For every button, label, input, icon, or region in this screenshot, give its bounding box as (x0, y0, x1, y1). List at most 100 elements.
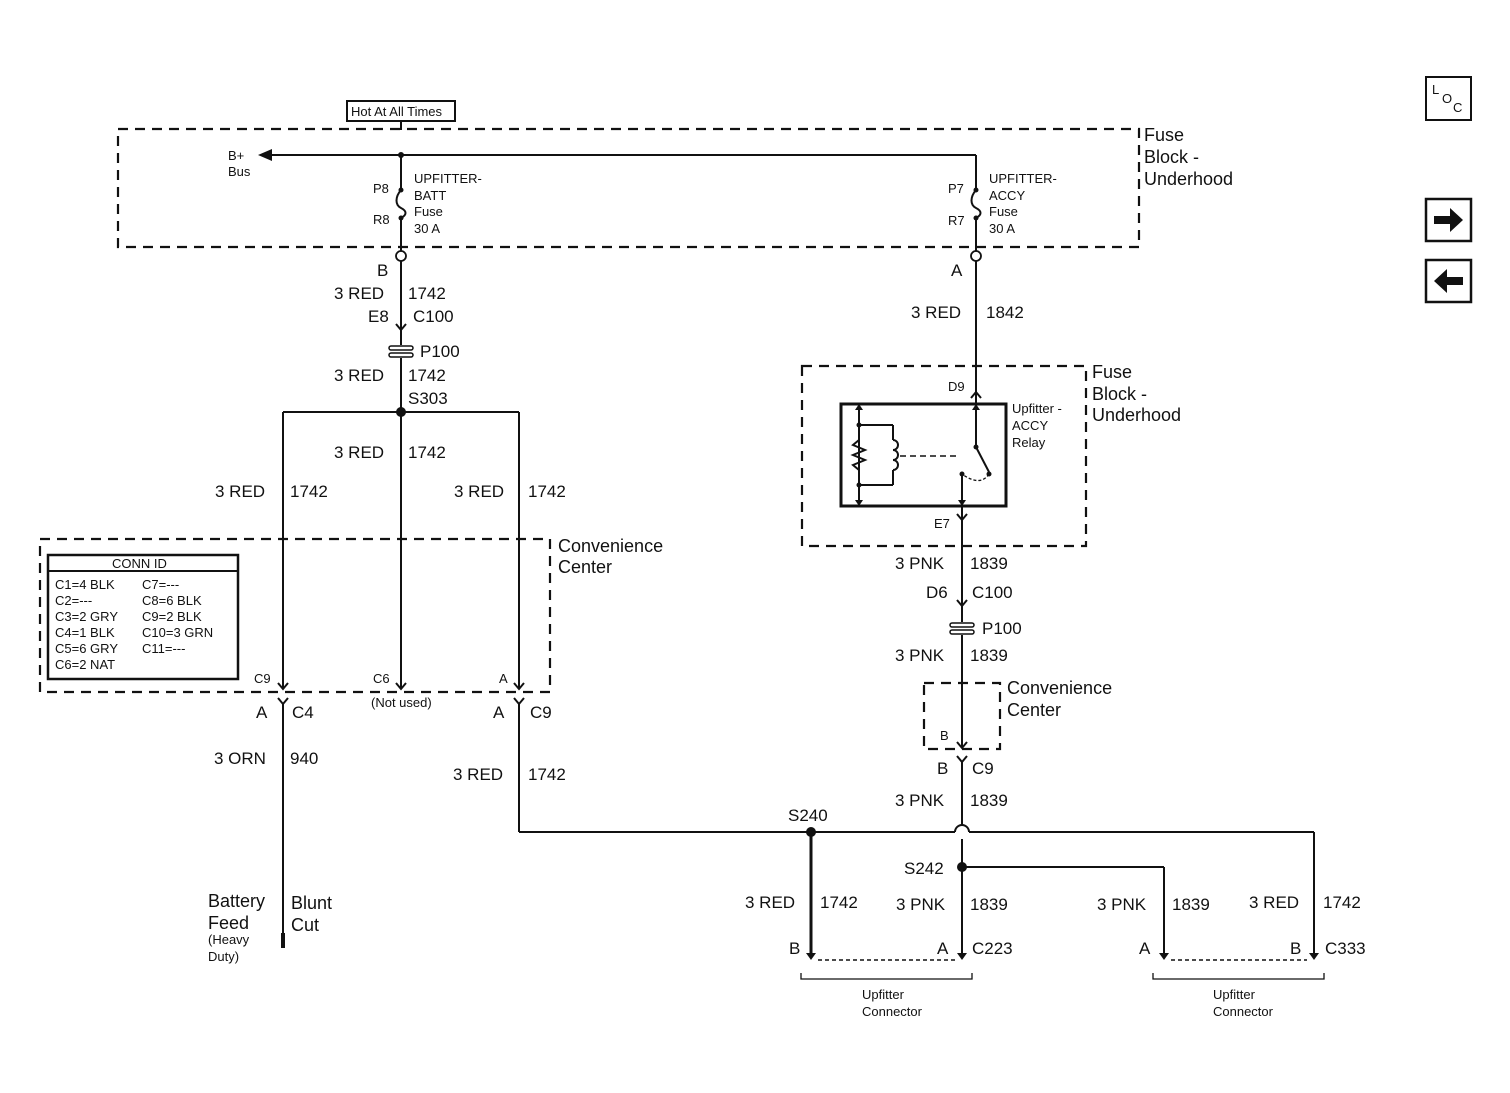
convenience-center-small-pin: B (940, 728, 949, 743)
branch-mid-circuit: 1742 (408, 443, 446, 462)
cc-small-connector-icon (956, 741, 968, 750)
pnk-w3-gauge: 3 PNK (895, 791, 945, 810)
c4-pin: A (256, 703, 268, 722)
right-red-circuit: 1742 (528, 765, 566, 784)
battery-feed-label-1: Battery (208, 891, 265, 911)
fuse-batt-line-2: BATT (414, 188, 446, 203)
c9-right-id: C9 (972, 759, 994, 778)
cc-left-connector-icon (277, 682, 289, 691)
branch-mid-gauge: 3 RED (334, 443, 384, 462)
terminal-a (970, 250, 982, 262)
c333-pnk-gauge: 3 PNK (1097, 895, 1147, 914)
c9-right-connector-icon (956, 755, 968, 764)
battery-feed-label-2: Feed (208, 913, 249, 933)
splice-s303-label: S303 (408, 389, 448, 408)
convenience-center-title-2: Center (558, 557, 612, 577)
c223-pin-a-arrow-icon (957, 953, 967, 960)
relay-pin-out: E7 (934, 516, 950, 531)
conn-id-left-2: C2=--- (55, 593, 92, 608)
c223-red-circuit: 1742 (820, 893, 858, 912)
next-page-button[interactable] (1424, 197, 1473, 243)
battery-feed-label-3: (Heavy (208, 932, 250, 947)
c223-label-1: Upfitter (862, 987, 905, 1002)
arrow-left-icon (1434, 269, 1463, 293)
relay-label-3: Relay (1012, 435, 1046, 450)
fuse-block-relay-title-1: Fuse (1092, 362, 1132, 382)
conn-id-left-4: C4=1 BLK (55, 625, 115, 640)
fuse-accy-line-3: Fuse (989, 204, 1018, 219)
fuse-batt-pin-bottom: R8 (373, 212, 390, 227)
c223-pin-a: A (937, 939, 949, 958)
fuse-accy-line-4: 30 A (989, 221, 1015, 236)
conn-id-right-4: C10=3 GRN (142, 625, 213, 640)
loc-button[interactable]: L O C (1425, 76, 1472, 121)
right-red-gauge: 3 RED (453, 765, 503, 784)
left-w2-circuit: 1742 (408, 366, 446, 385)
c333-red-gauge: 3 RED (1249, 893, 1299, 912)
c333-label-2: Connector (1213, 1004, 1274, 1019)
hot-at-all-times-label: Hot At All Times (351, 104, 443, 119)
fuse-block-relay-title-2: Block - (1092, 384, 1147, 404)
convenience-center-outline (38, 537, 552, 694)
left-w2-gauge: 3 RED (334, 366, 384, 385)
fuse-batt-line-1: UPFITTER- (414, 171, 482, 186)
fuse-block-relay-outline (800, 364, 1088, 548)
fuse-block-top-title-1: Fuse (1144, 125, 1184, 145)
c333-pin-b: B (1290, 939, 1301, 958)
arrow-right-icon (1434, 208, 1463, 232)
fuse-accy-line-2: ACCY (989, 188, 1025, 203)
c333-pnk-circuit: 1839 (1172, 895, 1210, 914)
c4-connector-icon (277, 697, 289, 706)
c223-id: C223 (972, 939, 1013, 958)
c223-label-2: Connector (862, 1004, 923, 1019)
left-w1-gauge: 3 RED (334, 284, 384, 303)
c223-pnk-gauge: 3 PNK (896, 895, 946, 914)
conn-id-header: CONN ID (112, 556, 167, 571)
c223-pin-b: B (789, 939, 800, 958)
c9-left-connector-icon (513, 697, 525, 706)
convenience-center-small-title-1: Convenience (1007, 678, 1112, 698)
conn-id-left-3: C3=2 GRY (55, 609, 118, 624)
left-c100-pin: E8 (368, 307, 389, 326)
loc-letter-l: L (1432, 82, 1439, 97)
cc-mid-connector-icon (395, 682, 407, 691)
c9-left-id: C9 (530, 703, 552, 722)
fuse-block-relay-title-3: Underhood (1092, 405, 1181, 425)
conn-id-left-1: C1=4 BLK (55, 577, 115, 592)
accy-feed-gauge: 3 RED (911, 303, 961, 322)
c223-pnk-circuit: 1839 (970, 895, 1008, 914)
branch-left-circuit: 1742 (290, 482, 328, 501)
conn-id-right-5: C11=--- (142, 641, 185, 656)
c333-label-1: Upfitter (1213, 987, 1256, 1002)
terminal-b (395, 250, 407, 262)
pnk-w3-circuit: 1839 (970, 791, 1008, 810)
blunt-cut-label-1: Blunt (291, 893, 332, 913)
c333-pin-a-arrow-icon (1159, 953, 1169, 960)
conn-id-table: CONN ID C1=4 BLK C2=--- C3=2 GRY C4=1 BL… (46, 553, 240, 681)
fuse-accy-line-1: UPFITTER- (989, 171, 1057, 186)
conn-id-right-3: C9=2 BLK (142, 609, 202, 624)
cc-pin-left: C9 (254, 671, 271, 686)
convenience-center-title-1: Convenience (558, 536, 663, 556)
left-p100-label: P100 (420, 342, 460, 361)
relay-label-2: ACCY (1012, 418, 1048, 433)
previous-page-button[interactable] (1424, 258, 1473, 304)
terminal-b-label: B (377, 261, 388, 280)
accy-feed-circuit: 1842 (986, 303, 1024, 322)
fuse-batt-line-3: Fuse (414, 204, 443, 219)
c9-left-pin: A (493, 703, 505, 722)
terminal-a-label: A (951, 261, 963, 280)
blunt-cut-label-2: Cut (291, 915, 319, 935)
wire-crossover-icon (954, 824, 970, 833)
loc-letter-o: O (1442, 91, 1452, 106)
relay-icon (839, 402, 1008, 508)
battery-feed-wire-circuit: 940 (290, 749, 318, 768)
battery-feed-wire-gauge: 3 ORN (214, 749, 266, 768)
pnk-p100-label: P100 (982, 619, 1022, 638)
battery-feed-label-4: Duty) (208, 949, 239, 964)
c333-pin-a: A (1139, 939, 1151, 958)
c223-bracket (800, 973, 973, 980)
pnk-c100-id: C100 (972, 583, 1013, 602)
cc-pin-mid-note: (Not used) (371, 695, 432, 710)
